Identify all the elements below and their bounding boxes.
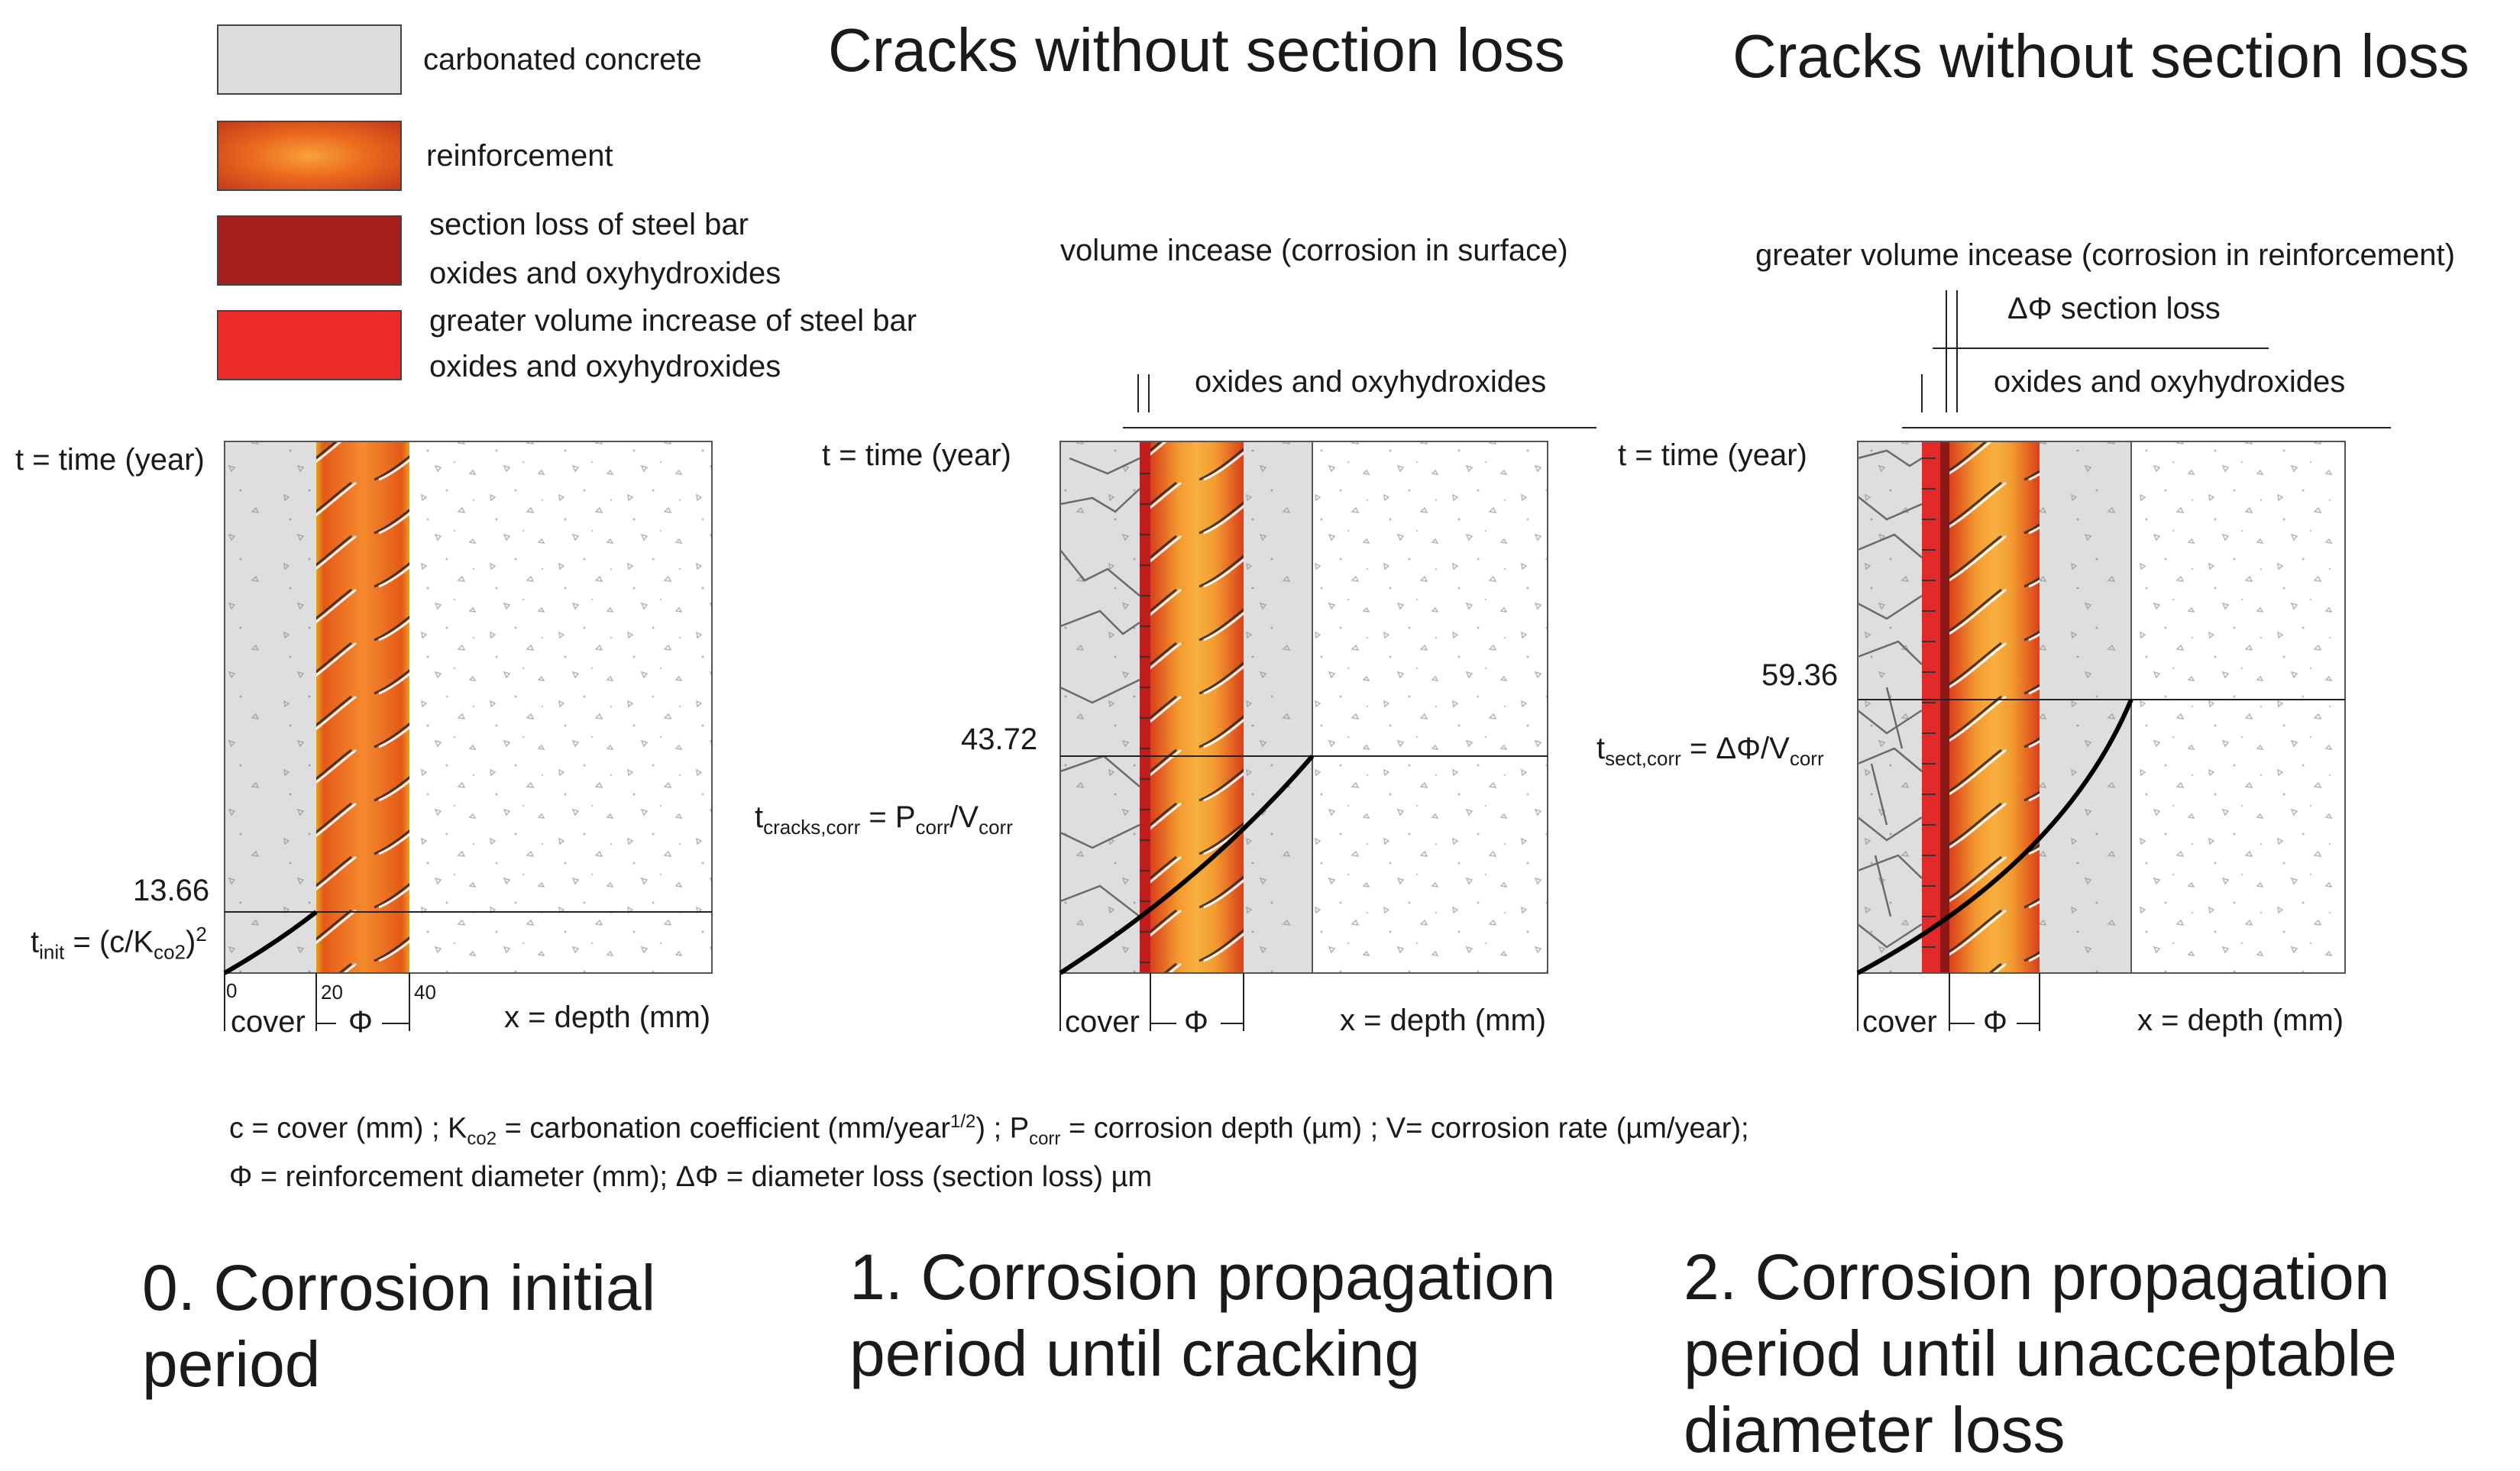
panel-2-x-axis-label: x = depth (mm)	[2137, 1004, 2344, 1037]
panel-1-x-axis-label: x = depth (mm)	[1340, 1004, 1547, 1037]
legend-swatch-carbonated-concrete	[217, 24, 402, 95]
formula-t: t	[31, 925, 40, 959]
caption-stage-2: 2. Corrosion propagation period until un…	[1684, 1241, 2398, 1466]
panel-2-oxides: oxides and oxyhydroxides	[1994, 365, 2346, 399]
panel-0-time-label: t = time (year)	[15, 443, 205, 477]
definitions-note: c = cover (mm) ; Kco2 = carbonation coef…	[229, 1103, 2292, 1196]
panel-2-annotation: greater volume incease (corrosion in rei…	[1755, 238, 2455, 272]
panel-1-value: 43.72	[961, 723, 1038, 756]
formula-sub: init	[39, 940, 65, 964]
tick-0: 0	[226, 979, 238, 1002]
definitions-line-2: Φ = reinforcement diameter (mm); ΔΦ = di…	[229, 1161, 1153, 1194]
tick-40: 40	[414, 981, 436, 1004]
formula-rest: = (c/K	[64, 925, 154, 959]
note-part: c = cover (mm) ; K	[229, 1112, 467, 1145]
panel-2-time-label: t = time (year)	[1618, 438, 1807, 472]
tick-20: 20	[321, 981, 343, 1004]
formula-t: t	[755, 800, 764, 834]
panel-2-cover-label: cover	[1862, 1005, 1937, 1039]
legend-swatch-greater-volume	[217, 310, 402, 380]
panel-2-value: 59.36	[1761, 658, 1839, 692]
formula-mid: /V	[949, 800, 979, 834]
panel-2-phi-label: Φ	[1983, 1005, 2007, 1039]
note-part: = corrosion depth (µm) ; V= corrosion ra…	[1060, 1112, 1749, 1145]
legend-label-carbonated-concrete: carbonated concrete	[423, 43, 702, 76]
formula-sub2: corr	[915, 816, 950, 839]
panel-1-phi-label: Φ	[1184, 1005, 1208, 1039]
panel-0-section	[223, 441, 713, 1031]
note-part: ) ; P	[975, 1112, 1030, 1145]
formula-rest: = P	[860, 800, 916, 834]
panel-0-cover-label: cover	[231, 1005, 306, 1039]
panel-1-section	[1059, 374, 1596, 1031]
panel-2-formula: tsect,corr = ΔΦ/Vcorr	[1596, 732, 1824, 771]
legend-label-section-loss: section loss of steel bar	[429, 208, 749, 241]
panel-0-value: 13.66	[133, 874, 210, 907]
legend-label-greater-volume-2: oxides and oxyhydroxides	[429, 350, 781, 383]
panel-1-cover-label: cover	[1065, 1005, 1140, 1039]
title-panel-1: Cracks without section loss	[828, 16, 1565, 84]
note-sup: 1/2	[950, 1111, 976, 1132]
formula-sub: sect,corr	[1605, 747, 1681, 770]
legend-swatch-section-loss	[217, 215, 402, 286]
legend-swatch-reinforcement	[217, 121, 402, 191]
formula-rest: = ΔΦ/V	[1681, 732, 1790, 765]
panel-0-x-axis-label: x = depth (mm)	[504, 1001, 711, 1034]
legend-label-reinforcement: reinforcement	[426, 139, 613, 173]
panel-0-formula: tinit = (c/Kco2)2	[31, 923, 207, 964]
panel-1-time-label: t = time (year)	[822, 438, 1011, 472]
caption-stage-1: 1. Corrosion propagation period until cr…	[849, 1241, 1556, 1389]
note-part: = carbonation coefficient (mm/year	[497, 1112, 950, 1145]
panel-1-oxides: oxides and oxyhydroxides	[1195, 365, 1547, 399]
panel-2-section-loss: ΔΦ section loss	[2007, 292, 2221, 325]
legend-label-section-loss-2: oxides and oxyhydroxides	[429, 257, 781, 290]
formula-sub2: corr	[1789, 747, 1824, 770]
note-sub: co2	[467, 1128, 497, 1149]
legend-label-greater-volume: greater volume increase of steel bar	[429, 304, 917, 338]
formula-t: t	[1596, 732, 1606, 765]
panel-1-annotation: volume incease (corrosion in surface)	[1060, 234, 1568, 267]
panel-2-section	[1856, 290, 2391, 1031]
formula-end: )	[186, 925, 196, 959]
formula-sub2: co2	[154, 940, 186, 964]
panel-1-formula: tcracks,corr = Pcorr/Vcorr	[755, 800, 1013, 839]
title-panel-2: Cracks without section loss	[1732, 22, 2470, 90]
formula-sub3: corr	[979, 816, 1013, 839]
caption-stage-0: 0. Corrosion initial period	[142, 1252, 656, 1400]
panel-0-phi-label: Φ	[348, 1005, 373, 1039]
definitions-line-1: c = cover (mm) ; Kco2 = carbonation coef…	[229, 1103, 2292, 1158]
formula-sub: cracks,corr	[763, 816, 861, 839]
formula-sup: 2	[196, 923, 207, 946]
note-sub: corr	[1029, 1128, 1061, 1149]
